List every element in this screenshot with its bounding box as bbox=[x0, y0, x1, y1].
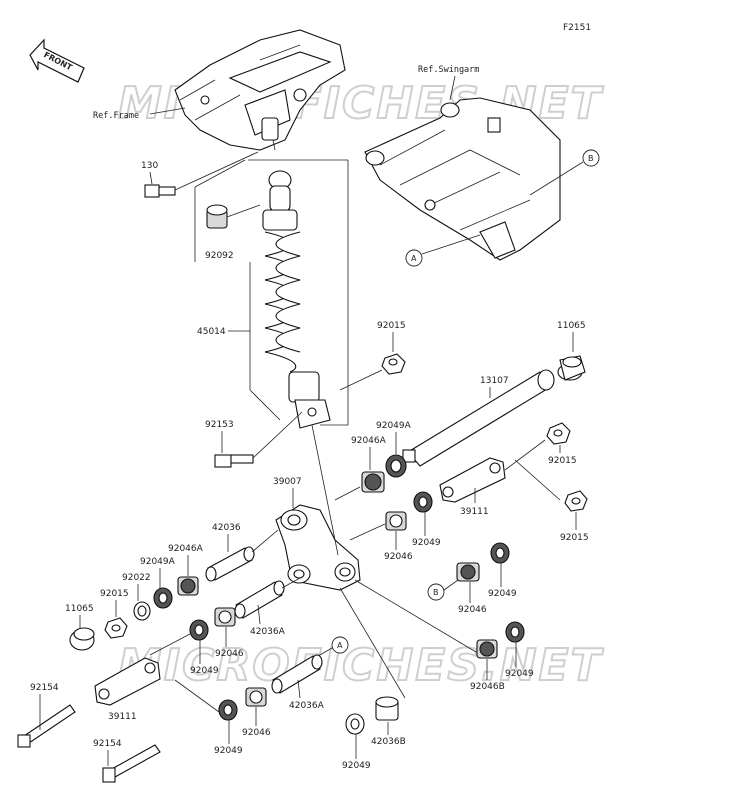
washer-92049A-left bbox=[153, 587, 173, 609]
bolt-92154-2 bbox=[102, 744, 161, 783]
label-92046A-left: 92046A bbox=[168, 544, 204, 554]
washer-92022 bbox=[133, 601, 151, 621]
label-92049-l2: 92049 bbox=[214, 746, 243, 756]
swingarm-assembly bbox=[364, 97, 561, 261]
label-130: 130 bbox=[141, 161, 158, 171]
label-92046-r1: 92046 bbox=[384, 552, 413, 562]
collar-42036A-2 bbox=[271, 654, 323, 694]
bearing-92046-r1 bbox=[385, 511, 407, 531]
nut-92015-low bbox=[564, 490, 588, 512]
label-11065-top: 11065 bbox=[557, 321, 586, 331]
label-92049A-left: 92049A bbox=[140, 557, 176, 567]
bearing-92046-l1 bbox=[214, 607, 236, 627]
label-92046-r2: 92046 bbox=[458, 605, 487, 615]
collar-42036A-1 bbox=[234, 580, 285, 619]
bearing-92046B bbox=[476, 639, 498, 659]
washer-92049A-right bbox=[385, 454, 407, 478]
cap-11065-left bbox=[69, 627, 95, 651]
label-42036: 42036 bbox=[212, 523, 241, 533]
label-42036A-2: 42036A bbox=[289, 701, 325, 711]
bearing-92046A-right bbox=[361, 471, 385, 493]
label-39111-left: 39111 bbox=[108, 712, 137, 722]
nut-92015-left bbox=[104, 617, 128, 639]
rear-shock-absorber bbox=[262, 170, 331, 429]
callout-a-lower-label: A bbox=[337, 641, 343, 650]
callout-b-left bbox=[427, 583, 445, 601]
label-92015-left: 92015 bbox=[100, 589, 129, 599]
label-92015-mid: 92015 bbox=[548, 456, 577, 466]
washer-92049-r2 bbox=[490, 542, 510, 564]
label-92049A-right: 92049A bbox=[376, 421, 412, 431]
label-92092: 92092 bbox=[205, 251, 234, 261]
label-92049-bottom: 92049 bbox=[342, 761, 371, 771]
label-92046B: 92046B bbox=[470, 682, 505, 692]
callout-a-lower bbox=[331, 636, 349, 654]
rocker-arm-39007 bbox=[275, 504, 361, 591]
label-92049-r1: 92049 bbox=[412, 538, 441, 548]
label-42036A-1: 42036A bbox=[250, 627, 286, 637]
bolt-92153 bbox=[214, 454, 254, 468]
label-92015-top: 92015 bbox=[377, 321, 406, 331]
callout-b-left-label: B bbox=[433, 588, 439, 597]
label-92049-l1: 92049 bbox=[190, 666, 219, 676]
washer-92049-l2 bbox=[218, 699, 238, 721]
label-39007: 39007 bbox=[273, 477, 302, 487]
bolt-130 bbox=[144, 184, 176, 198]
label-92153: 92153 bbox=[205, 420, 234, 430]
callout-b-top-label: B bbox=[588, 154, 594, 163]
nut-92015-top bbox=[381, 353, 406, 375]
link-39111-right bbox=[439, 457, 506, 503]
label-39111-right: 39111 bbox=[460, 507, 489, 517]
label-92046-l2: 92046 bbox=[242, 728, 271, 738]
label-92022: 92022 bbox=[122, 573, 151, 583]
label-92049-r3: 92049 bbox=[505, 669, 534, 679]
callout-a-mid bbox=[405, 249, 423, 267]
label-92046A-right: 92046A bbox=[351, 436, 387, 446]
ref-frame-label: Ref.Frame bbox=[93, 111, 139, 121]
bushing-92092 bbox=[206, 204, 228, 229]
frame-assembly bbox=[174, 29, 346, 151]
ref-swingarm-label: Ref.Swingarm bbox=[418, 65, 479, 75]
washer-92049-l1 bbox=[189, 619, 209, 641]
bearing-92046-r2 bbox=[456, 562, 480, 582]
link-39111-left bbox=[94, 657, 161, 706]
callout-a-mid-label: A bbox=[411, 254, 417, 263]
bolt-92154-1 bbox=[17, 704, 76, 748]
bearing-92046-l2 bbox=[245, 687, 267, 707]
front-arrow-icon: FRONT bbox=[29, 38, 85, 83]
collar-42036B bbox=[375, 696, 399, 721]
label-92049-r2: 92049 bbox=[488, 589, 517, 599]
collar-42036 bbox=[205, 546, 255, 582]
washer-92049-r3 bbox=[505, 621, 525, 643]
watermark-bottom: MICROFICHES.NET bbox=[118, 640, 604, 691]
washer-92049-r1 bbox=[413, 491, 433, 513]
callout-b-top bbox=[582, 149, 600, 167]
label-92154-2: 92154 bbox=[93, 739, 122, 749]
cap-11065-top bbox=[557, 355, 586, 381]
figure-code: F2151 bbox=[563, 23, 591, 33]
label-13107: 13107 bbox=[480, 376, 509, 386]
label-92154-1: 92154 bbox=[30, 683, 59, 693]
label-42036B: 42036B bbox=[371, 737, 406, 747]
label-92015-low: 92015 bbox=[560, 533, 589, 543]
label-45014: 45014 bbox=[197, 327, 226, 337]
nut-92015-mid bbox=[546, 422, 571, 445]
bearing-92046A-left bbox=[177, 576, 199, 596]
label-11065-left: 11065 bbox=[65, 604, 94, 614]
washer-92049-bottom bbox=[345, 713, 365, 735]
shaft-13107 bbox=[402, 369, 555, 467]
label-92046-l1: 92046 bbox=[215, 649, 244, 659]
